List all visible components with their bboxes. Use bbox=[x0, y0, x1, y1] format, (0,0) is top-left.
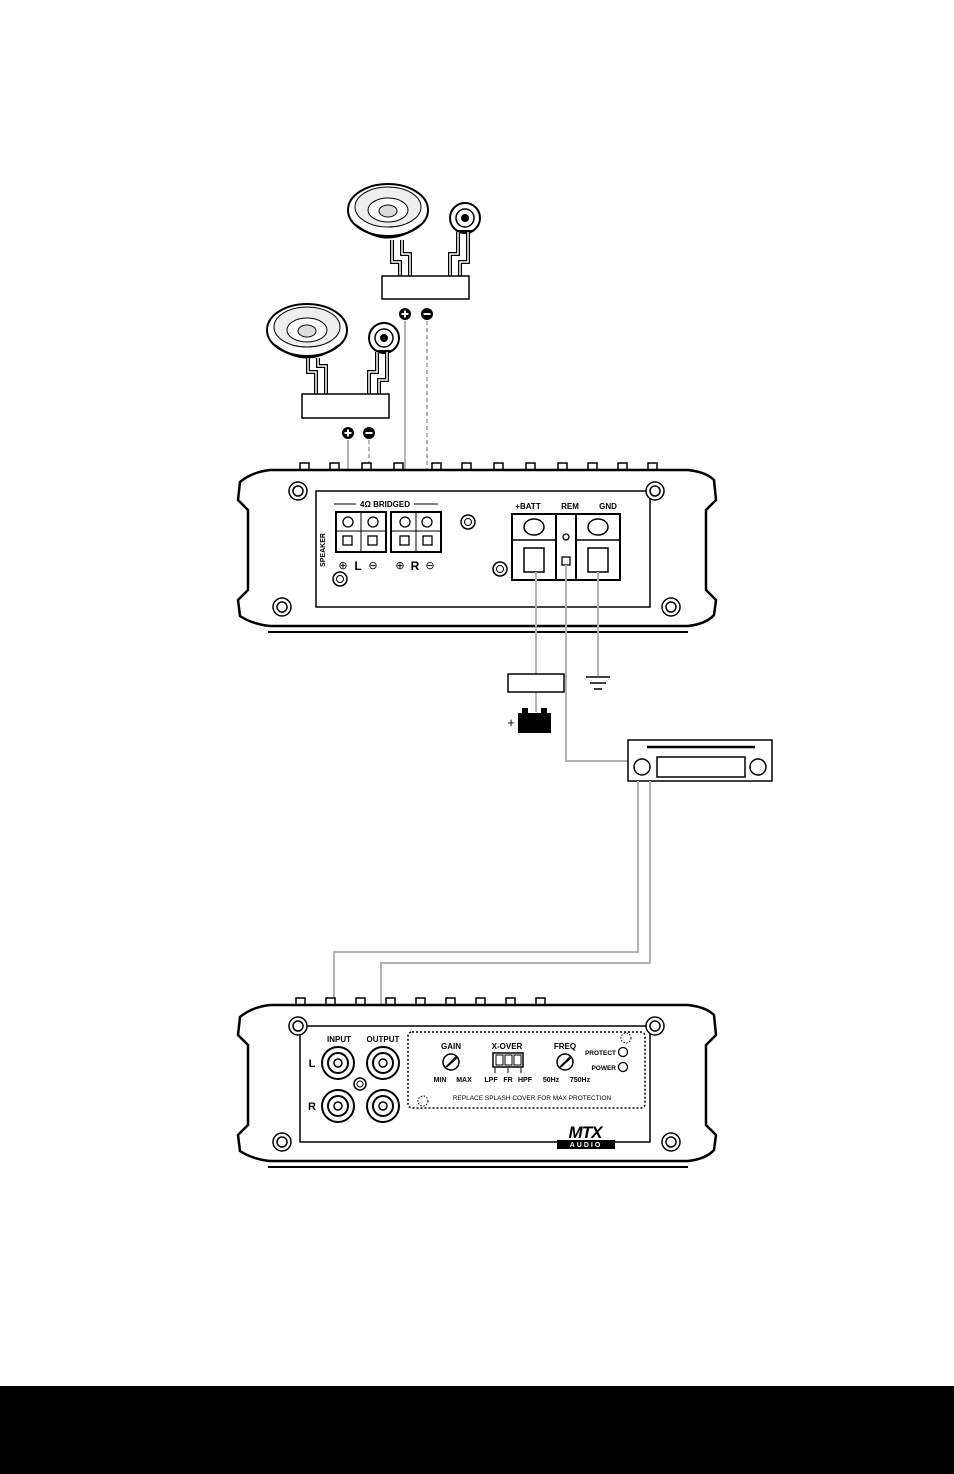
freq-high-label: 750Hz bbox=[570, 1077, 591, 1084]
head-unit-display bbox=[657, 757, 745, 777]
crossover-box-2 bbox=[302, 394, 389, 418]
rca-left-label: L bbox=[309, 1058, 316, 1070]
knob-icon bbox=[634, 759, 650, 775]
amplifier-power-end-panel: SPEAKER 4Ω BRIDGED ⊕ L ⊖ ⊕ R bbox=[238, 463, 716, 632]
bridged-label: 4Ω BRIDGED bbox=[360, 500, 410, 509]
rca-jack-output-right bbox=[367, 1090, 399, 1122]
component-speaker-set-1 bbox=[348, 184, 480, 320]
xover-hpf-label: HPF bbox=[518, 1077, 533, 1084]
speaker-terminal-block-right bbox=[391, 512, 441, 552]
tweeter-1 bbox=[450, 203, 480, 233]
batt-label: +BATT bbox=[515, 502, 541, 511]
screw-icon bbox=[273, 1133, 291, 1151]
rca-jack-input-right bbox=[322, 1090, 354, 1122]
xover-fr-label: FR bbox=[503, 1077, 512, 1084]
screw-icon bbox=[646, 482, 664, 500]
gnd-label: GND bbox=[599, 502, 617, 511]
left-minus-symbol: ⊖ bbox=[368, 560, 377, 572]
rca-jack-input-left bbox=[322, 1047, 354, 1079]
amplifier-signal-end-panel: INPUT OUTPUT L R GAIN bbox=[238, 998, 716, 1167]
freq-label: FREQ bbox=[554, 1042, 576, 1051]
right-minus-symbol: ⊖ bbox=[425, 560, 434, 572]
right-channel-label: R bbox=[411, 559, 420, 573]
screw-icon bbox=[289, 1017, 307, 1035]
protect-label: PROTECT bbox=[585, 1050, 616, 1057]
screw-icon bbox=[662, 598, 680, 616]
woofer-2 bbox=[267, 304, 347, 358]
power-label: POWER bbox=[591, 1065, 616, 1072]
splash-cover-note: REPLACE SPLASH COVER FOR MAX PROTECTION bbox=[453, 1095, 612, 1102]
screw-icon bbox=[493, 562, 507, 576]
input-label: INPUT bbox=[327, 1035, 351, 1044]
speaker-terminal-block-left bbox=[336, 512, 386, 552]
left-plus-symbol: ⊕ bbox=[338, 560, 347, 572]
battery-plus-label: + bbox=[507, 715, 515, 730]
tweeter-2 bbox=[369, 323, 399, 353]
brand-top: MTX bbox=[569, 1123, 605, 1142]
screw-icon bbox=[662, 1133, 680, 1151]
negative-terminal-icon bbox=[421, 308, 433, 320]
screw-icon bbox=[461, 515, 475, 529]
component-speaker-set-2 bbox=[267, 304, 399, 439]
battery-icon bbox=[518, 708, 551, 733]
power-led bbox=[619, 1063, 628, 1072]
head-unit bbox=[628, 740, 772, 781]
screw-icon bbox=[273, 598, 291, 616]
positive-terminal-icon bbox=[342, 427, 354, 439]
woofer-1 bbox=[348, 184, 428, 238]
ground-icon bbox=[586, 677, 610, 689]
positive-terminal-icon bbox=[399, 308, 411, 320]
crossover-box-1 bbox=[382, 276, 469, 299]
screw-icon bbox=[646, 1017, 664, 1035]
xover-label: X-OVER bbox=[492, 1042, 523, 1051]
rem-label: REM bbox=[561, 502, 579, 511]
negative-terminal-icon bbox=[363, 427, 375, 439]
screw-icon bbox=[289, 482, 307, 500]
screw-icon bbox=[333, 572, 347, 586]
gain-min-label: MIN bbox=[434, 1077, 447, 1084]
rca-jack-output-left bbox=[367, 1047, 399, 1079]
brand-bottom: AUDIO bbox=[570, 1142, 603, 1149]
right-plus-symbol: ⊕ bbox=[395, 560, 404, 572]
left-channel-label: L bbox=[354, 559, 361, 573]
gain-max-label: MAX bbox=[456, 1077, 472, 1084]
output-label: OUTPUT bbox=[367, 1035, 400, 1044]
freq-low-label: 50Hz bbox=[543, 1077, 560, 1084]
speaker-label: SPEAKER bbox=[320, 533, 327, 567]
fuse-holder bbox=[508, 674, 564, 692]
gain-label: GAIN bbox=[441, 1042, 461, 1051]
xover-lpf-label: LPF bbox=[484, 1077, 498, 1084]
protect-led bbox=[619, 1048, 628, 1057]
rca-right-label: R bbox=[308, 1101, 316, 1113]
gain-knob bbox=[443, 1054, 459, 1070]
freq-knob bbox=[557, 1054, 573, 1070]
footer-bar bbox=[0, 1386, 954, 1474]
screw-icon bbox=[354, 1078, 366, 1090]
knob-icon bbox=[750, 759, 766, 775]
